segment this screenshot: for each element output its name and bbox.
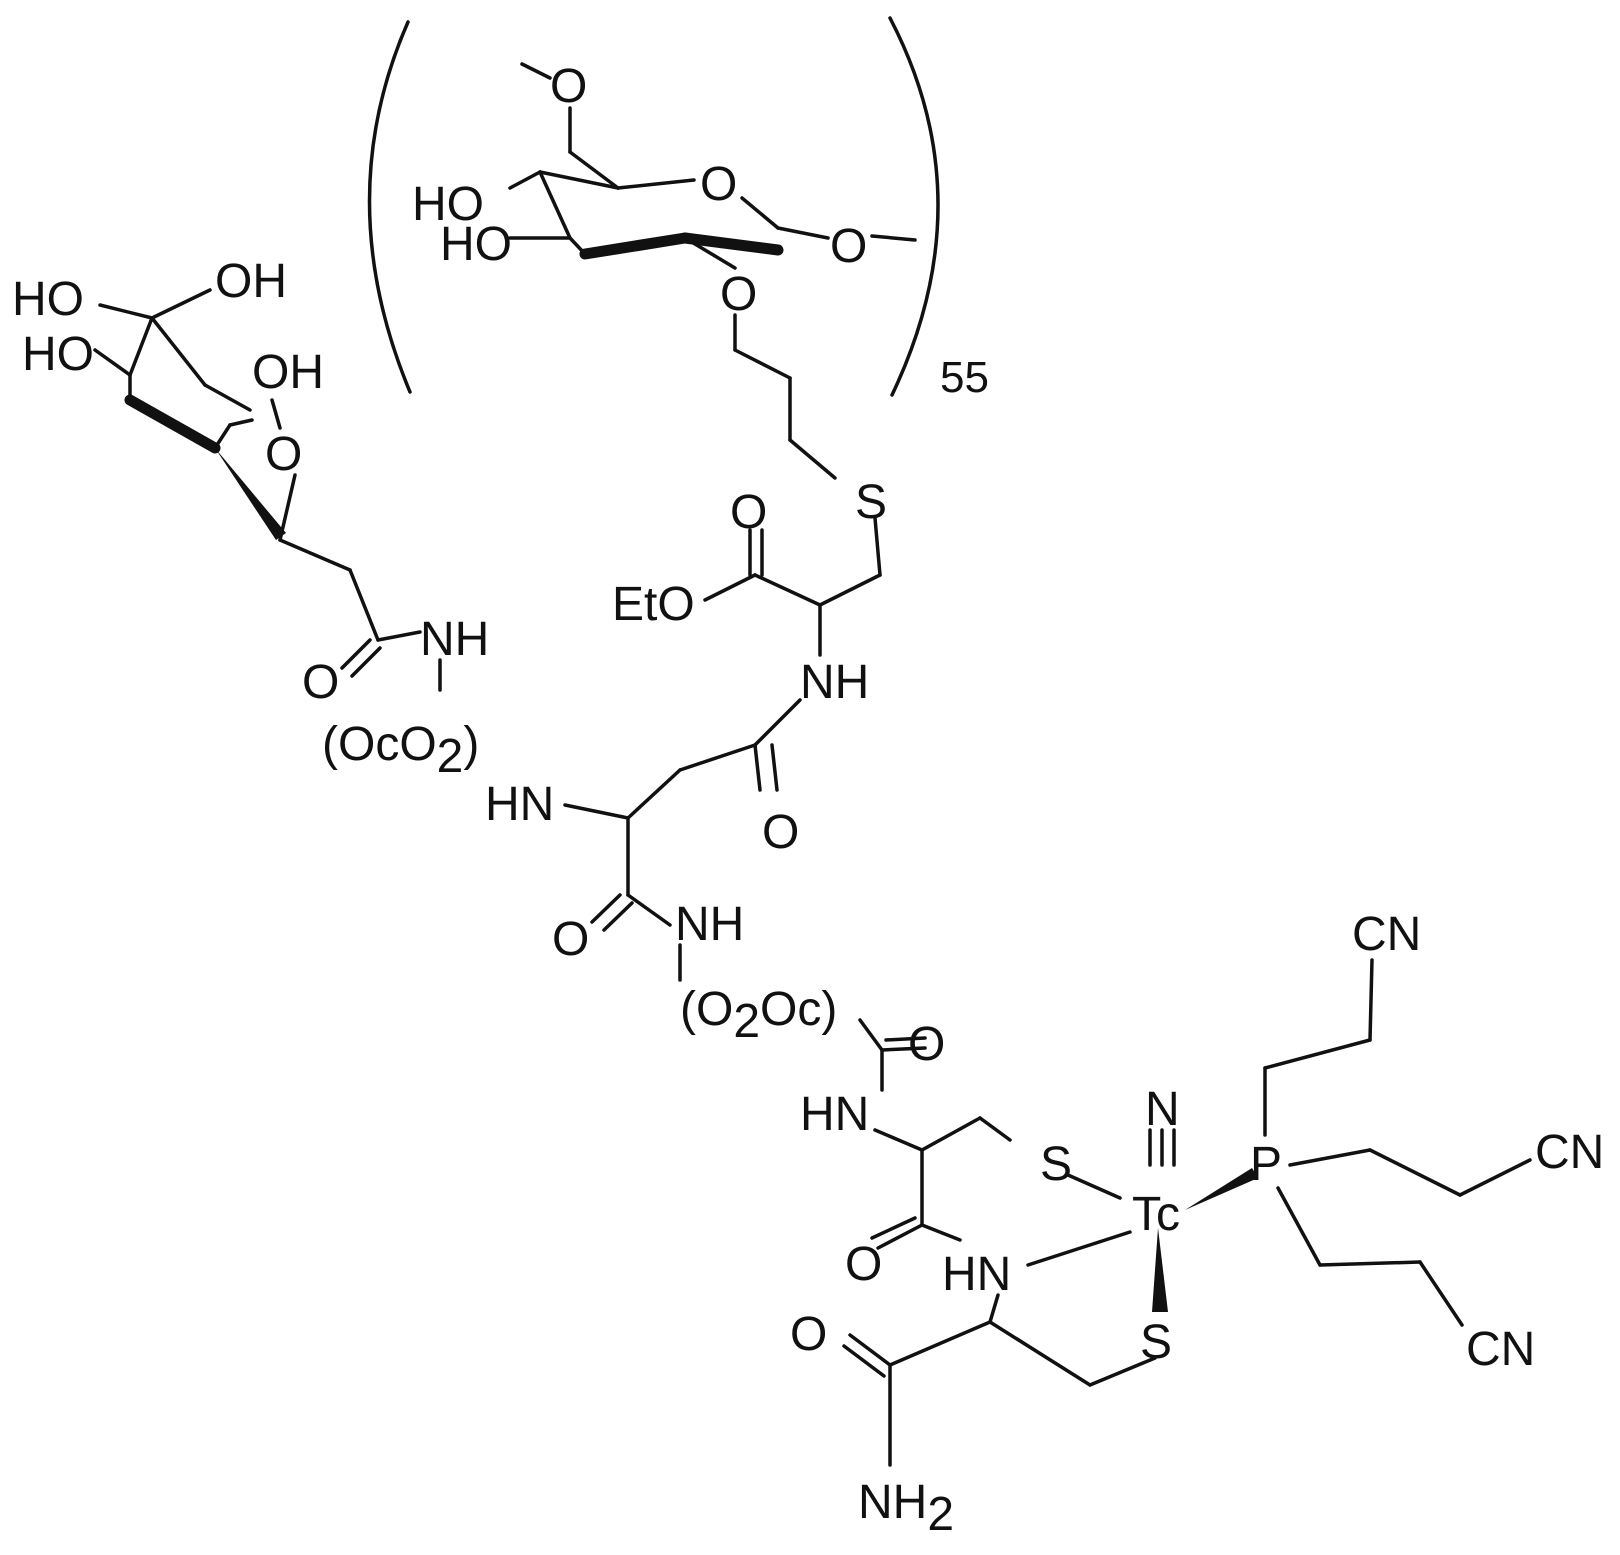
mannose-ring-oxygen: O	[265, 428, 302, 481]
cyano-top: CN	[1352, 908, 1421, 961]
cysteine-nh: NH	[800, 656, 869, 709]
tc-bound-hn: HN	[942, 1248, 1011, 1301]
phosphorus: P	[1250, 1138, 1282, 1191]
repeat-count-label: 55	[940, 353, 989, 402]
nitrido-nitrogen: N	[1145, 1083, 1180, 1136]
linker-2: (O2Oc)	[680, 983, 837, 1048]
cysteine-ester	[563, 516, 882, 982]
asp-amide-oxygen: O	[552, 913, 589, 966]
asp-hn: HN	[485, 778, 554, 831]
glucose-hydroxyl-upper: HO	[412, 178, 484, 231]
glucose-hydroxyl-lower: HO	[440, 218, 512, 271]
asp-amide-nh: NH	[675, 898, 744, 951]
methoxy-oxygen: O	[550, 60, 587, 113]
mannose-hydroxyl-2: HO	[22, 328, 94, 381]
asp-side-oxygen: O	[762, 806, 799, 859]
ester-carbonyl-oxygen: O	[730, 486, 767, 539]
mannose-hydroxyl-top: OH	[215, 255, 287, 308]
right-bracket	[888, 16, 940, 397]
mannose-amide-nh: NH	[420, 613, 489, 666]
thioether-sulfur: S	[855, 476, 887, 529]
glucose-unit	[508, 62, 917, 480]
cysteine-carbonyl-oxygen: O	[845, 1238, 882, 1291]
mannose-unit	[93, 288, 442, 692]
linker-1: (OcO2)	[322, 718, 479, 783]
urea-oxygen: O	[908, 1018, 945, 1071]
ether-oxygen: O	[720, 268, 757, 321]
terminal-amide-oxygen: O	[790, 1308, 827, 1361]
cysteine-hn: HN	[800, 1088, 869, 1141]
bottom-sulfur: S	[1140, 1316, 1172, 1369]
ethoxy-group: EtO	[612, 578, 695, 631]
terminal-nh2: NH2	[858, 1476, 954, 1541]
technetium: Tc	[1132, 1188, 1180, 1241]
mannose-hydroxyl-right: OH	[252, 346, 324, 399]
mannose-hydroxyl-1: HO	[12, 273, 84, 326]
mannose-amide-oxygen: O	[302, 656, 339, 709]
glucose-ring-oxygen: O	[700, 158, 737, 211]
cyano-right: CN	[1535, 1126, 1604, 1179]
glycosidic-oxygen: O	[830, 220, 867, 273]
technetium-complex	[842, 958, 1532, 1467]
cysteine-sulfur: S	[1040, 1138, 1072, 1191]
left-bracket	[367, 20, 412, 394]
cyano-bottom: CN	[1466, 1323, 1535, 1376]
